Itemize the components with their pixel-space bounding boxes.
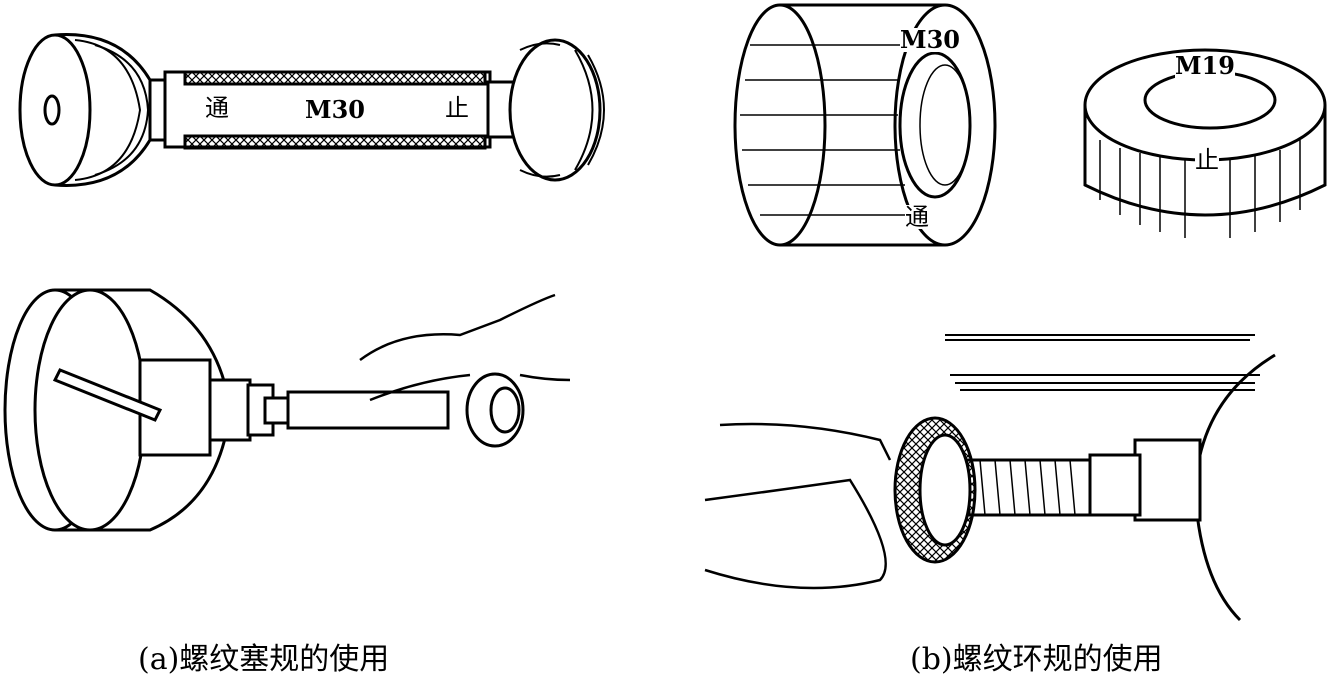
- ring-gauge-large: [733, 3, 997, 247]
- ring-large-size-label: M30: [900, 25, 960, 54]
- caption-b: (b)螺纹环规的使用: [910, 642, 1163, 677]
- lathe-ring-use: [704, 334, 1276, 622]
- plug-size-label: M30: [305, 95, 365, 124]
- plug-go-label: 通: [205, 94, 229, 122]
- plug-nogo-label: 止: [445, 94, 469, 122]
- ring-small-nogo-label: 止: [1195, 146, 1219, 174]
- caption-a: (a)螺纹塞规的使用: [138, 642, 390, 677]
- ring-gauge-small: [1083, 48, 1327, 238]
- lathe-chuck-plug-use: [3, 288, 571, 532]
- ring-large-go-label: 通: [905, 203, 929, 231]
- ring-small-size-label: M19: [1175, 51, 1235, 80]
